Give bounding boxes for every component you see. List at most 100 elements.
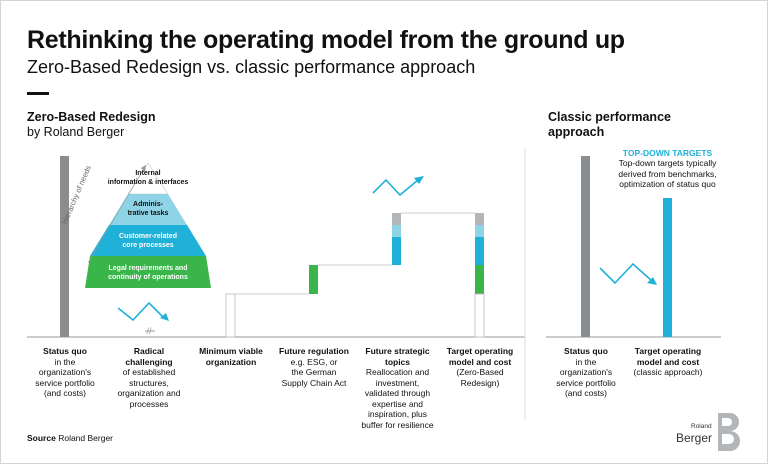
pyramid-label-legal: Legal requirements and continuity of ope… [88, 265, 208, 282]
column-head: Future regulation [279, 346, 349, 356]
column-head: challenging [125, 356, 173, 367]
target-zbr-base [474, 293, 485, 338]
column-label-future-strategic: Future strategic topics Reallocation and… [350, 346, 445, 430]
column-label-classic-status-quo: Status quo in the organization's service… [541, 346, 631, 399]
pyramid-level-customer [90, 225, 206, 256]
target-zbr-green [475, 265, 484, 294]
roland-berger-logo-mark [718, 413, 740, 451]
pyramid-label-admin-line2: trative tasks [127, 209, 169, 217]
page-title: Rethinking the operating model from the … [27, 26, 625, 54]
left-section-title: Zero-Based Redesign by Roland Berger [27, 110, 156, 140]
column-head: Status quo [43, 346, 87, 356]
column-line: processes [129, 398, 169, 409]
top-down-desc-line3: optimization of status quo [619, 179, 716, 189]
column-line: Redesign) [460, 377, 500, 388]
column-line: investment, [375, 377, 420, 388]
column-line: (and costs) [564, 388, 608, 398]
column-head: Target operating [634, 346, 702, 356]
pyramid-label-internal-line2: information & interfaces [107, 178, 189, 186]
column-line: organization and [117, 388, 181, 398]
logo-word-berger: Berger [676, 431, 713, 445]
pyramid-level-legal [85, 256, 211, 288]
column-head: Target operating [446, 346, 514, 356]
column-line: expertise and [371, 398, 424, 409]
column-line: (and costs) [43, 388, 87, 398]
pyramid-level-admin [109, 194, 187, 225]
status-quo-bar [60, 156, 69, 337]
accent-rule [27, 92, 49, 95]
column-head: model and cost [636, 356, 700, 367]
column-line: Supply Chain Act [281, 377, 347, 388]
page-subtitle: Zero-Based Redesign vs. classic performa… [27, 57, 476, 77]
right-section-title: Classic performance approach [548, 110, 671, 140]
column-line: service portfolio [35, 377, 95, 388]
column-line: (Zero-Based [456, 367, 504, 377]
right-section-title-line2: approach [548, 125, 605, 139]
column-line: organization's [38, 367, 92, 377]
column-line: structures, [129, 377, 169, 388]
column-line: of established [122, 367, 176, 377]
right-section-title-line1: Classic performance [548, 110, 671, 124]
column-label-radical-challenging: Radical challenging of established struc… [104, 346, 194, 409]
pyramid-label-admin: Adminis- trative tasks [108, 201, 188, 218]
top-down-desc-line1: Top-down targets typically [618, 158, 717, 168]
column-head: model and cost [448, 356, 512, 367]
column-line: Reallocation and [365, 367, 430, 377]
column-head: organization [205, 356, 257, 367]
pyramid-label-customer-line1: Customer-related [119, 233, 177, 240]
pyramid-label-internal-line1: Internal [135, 170, 161, 177]
zigzag-classic-arrowhead [647, 277, 657, 285]
column-head: Minimum viable [199, 346, 263, 356]
column-line: in the [575, 356, 597, 367]
break-mark: // [146, 326, 152, 336]
column-label-target-zbr: Target operating model and cost (Zero-Ba… [434, 346, 526, 388]
left-section-title-line1: Zero-Based Redesign [27, 110, 156, 124]
pyramid-label-admin-line1: Adminis- [133, 201, 163, 208]
column-line: (classic approach) [633, 367, 703, 377]
pyramid-axis-line [87, 164, 147, 264]
column-head: Future strategic [365, 346, 430, 356]
pyramid [85, 162, 211, 288]
column-head: Status quo [564, 346, 608, 356]
target-zbr-lightblue [475, 225, 484, 237]
strategic-bar-blue [392, 237, 401, 265]
column-line: service portfolio [556, 377, 616, 388]
target-zbr-gray [475, 213, 484, 225]
column-line: validated through [364, 388, 431, 398]
strategic-bar-gray [392, 213, 401, 225]
pyramid-label-customer: Customer-related core processes [98, 233, 198, 250]
column-line: the German [291, 367, 337, 377]
column-line: e.g. ESG, or [290, 356, 338, 367]
zigzag-radical [117, 301, 166, 322]
source-note: Source Roland Berger [27, 433, 113, 443]
column-line: buffer for resilience [361, 419, 434, 430]
column-label-status-quo: Status quo in the organization's service… [20, 346, 110, 399]
classic-status-quo-bar [581, 156, 590, 337]
zigzag-radical-arrowhead [160, 313, 169, 321]
target-zbr-blue [475, 237, 484, 265]
top-down-targets-heading: TOP-DOWN TARGETS [622, 148, 713, 158]
column-label-future-regulation: Future regulation e.g. ESG, or the Germa… [268, 346, 360, 388]
column-label-classic-target: Target operating model and cost (classic… [622, 346, 714, 378]
column-line: organization's [559, 367, 613, 377]
top-down-targets-description: Top-down targets typically derived from … [610, 158, 725, 190]
zigzag-classic [599, 262, 653, 285]
pyramid-label-internal: Internal information & interfaces [98, 170, 198, 187]
pyramid-label-legal-line2: continuity of operations [108, 273, 188, 281]
regulation-bar [309, 265, 318, 294]
column-label-minimum-viable: Minimum viable organization [186, 346, 276, 367]
zigzag-strategic [372, 178, 419, 197]
left-section-title-line2: by Roland Berger [27, 125, 125, 139]
pyramid-label-customer-line2: core processes [122, 241, 174, 249]
pyramid-label-legal-line1: Legal requirements and [108, 265, 188, 272]
zigzag-strategic-arrowhead [414, 176, 424, 184]
strategic-bar-lightblue [392, 225, 401, 237]
pyramid-axis-arrowhead [141, 165, 146, 172]
mvo-bar [225, 293, 236, 338]
source-label: Source [27, 433, 56, 443]
column-line: in the [54, 356, 76, 367]
logo-word-roland: Roland [691, 423, 712, 430]
column-head: topics [384, 356, 411, 367]
source-text: Roland Berger [58, 433, 114, 443]
